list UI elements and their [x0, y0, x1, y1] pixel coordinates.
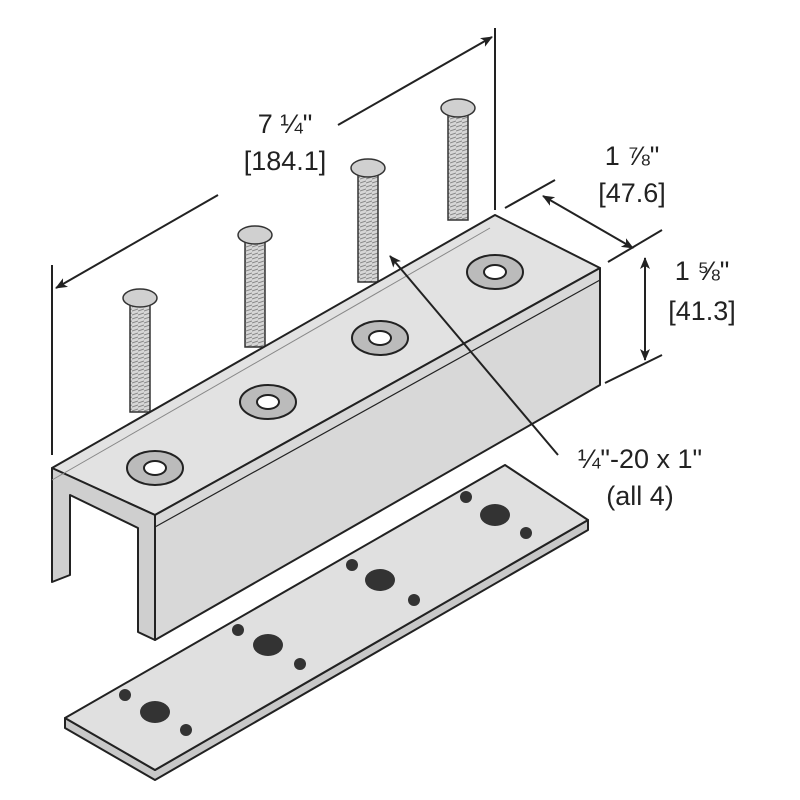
channel-holes [126, 254, 524, 486]
channel-end-wall [51, 467, 156, 641]
bolt [237, 225, 273, 348]
channel [51, 214, 601, 641]
bolt-callout-size: ¼"-20 x 1" [578, 444, 702, 474]
width-imperial-label: 1 ⅞" [605, 141, 660, 171]
bolt [440, 98, 476, 221]
bolt-callout-qty: (all 4) [606, 481, 674, 511]
length-metric-label: [184.1] [244, 146, 327, 176]
height-metric-label: [41.3] [668, 296, 736, 326]
nut-plate [64, 464, 589, 781]
height-imperial-label: 1 ⅝" [675, 256, 730, 286]
length-imperial-label: 7 ¼" [258, 109, 313, 139]
bolt [122, 288, 158, 413]
bolts [122, 98, 476, 413]
dimension-lines [51, 28, 663, 456]
bolt [350, 158, 386, 283]
width-metric-label: [47.6] [598, 178, 666, 208]
